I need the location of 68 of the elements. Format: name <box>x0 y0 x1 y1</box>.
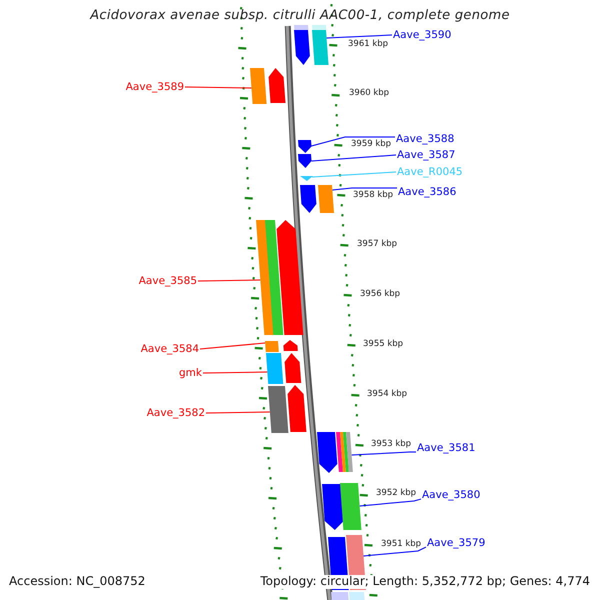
leader-line <box>202 372 268 374</box>
scale-label: 3956 kbp <box>360 290 400 300</box>
scale-label: 3958 kbp <box>353 191 394 201</box>
scale-label: 3960 kbp <box>349 89 390 99</box>
accession-note: Accession: NC_008752 <box>9 575 146 589</box>
leader-line <box>206 412 270 414</box>
gene-block <box>340 432 346 472</box>
leader-line <box>326 34 392 38</box>
gene-block <box>312 30 328 65</box>
gene-label: Aave_3581 <box>417 442 476 454</box>
gene-block <box>300 185 316 213</box>
gene-block <box>265 220 284 335</box>
gene-block <box>298 154 312 168</box>
gene-block <box>317 432 338 473</box>
scale-label: 3959 kbp <box>351 140 392 150</box>
leader-line <box>332 188 398 190</box>
gene-block <box>284 353 302 383</box>
leader-line <box>311 154 396 162</box>
gene-block <box>250 68 267 104</box>
gene-label: Aave_3585 <box>138 275 197 288</box>
gene-block <box>268 386 288 433</box>
gene-block <box>265 341 279 352</box>
gene-block <box>318 185 334 213</box>
gene-block <box>312 25 326 30</box>
genome-stats: Topology: circular; Length: 5,352,772 bp; Genes: 4,774 <box>260 575 590 589</box>
gene-block <box>276 220 304 335</box>
gene-label: Aave_3587 <box>397 149 456 162</box>
gene-block <box>283 340 298 351</box>
gene-block <box>349 592 365 600</box>
leader-line <box>200 342 266 350</box>
gene-marker <box>300 176 313 181</box>
gene-block <box>294 30 310 65</box>
leader-line <box>359 498 422 506</box>
scale-label: 3954 kbp <box>367 390 408 400</box>
scale-label: 3961 kbp <box>348 40 388 50</box>
gene-label: gmk <box>179 367 202 380</box>
gene-label: Aave_3590 <box>393 29 452 42</box>
gene-block <box>346 432 353 472</box>
gene-label: Aave_3589 <box>126 81 184 94</box>
gene-label: Aave_3584 <box>140 343 199 356</box>
gene-block <box>331 592 349 600</box>
gene-label: Aave_3580 <box>422 489 480 502</box>
gene-label: Aave_3586 <box>398 186 456 198</box>
scale-label: 3953 kbp <box>371 440 412 450</box>
scale-label: 3955 kbp <box>363 340 404 350</box>
scale-label: 3951 kbp <box>381 540 422 550</box>
gene-block <box>256 220 274 335</box>
leader-line <box>184 86 252 88</box>
gene-block <box>298 140 312 153</box>
gene-block <box>340 483 362 530</box>
leader-line <box>310 136 396 146</box>
gene-block <box>322 484 344 530</box>
gene-block <box>266 353 284 384</box>
scale-label: 3957 kbp <box>357 240 398 250</box>
gene-label: Aave_R0045 <box>397 166 463 178</box>
map-title: Acidovorax avenae subsp. citrulli AAC00-1, complete genome <box>88 9 511 24</box>
leader-line <box>363 546 426 556</box>
gene-label: Aave_3579 <box>427 537 486 550</box>
gene-block <box>288 385 306 432</box>
scale-label: 3952 kbp <box>376 489 416 499</box>
leader-line <box>198 280 261 282</box>
gene-label: Aave_3582 <box>146 407 205 420</box>
gene-block <box>294 25 308 30</box>
leader-line <box>351 452 416 456</box>
gene-block <box>343 432 349 472</box>
gene-label: Aave_3588 <box>396 133 454 146</box>
gene-block <box>268 68 286 103</box>
leader-line <box>312 172 396 178</box>
